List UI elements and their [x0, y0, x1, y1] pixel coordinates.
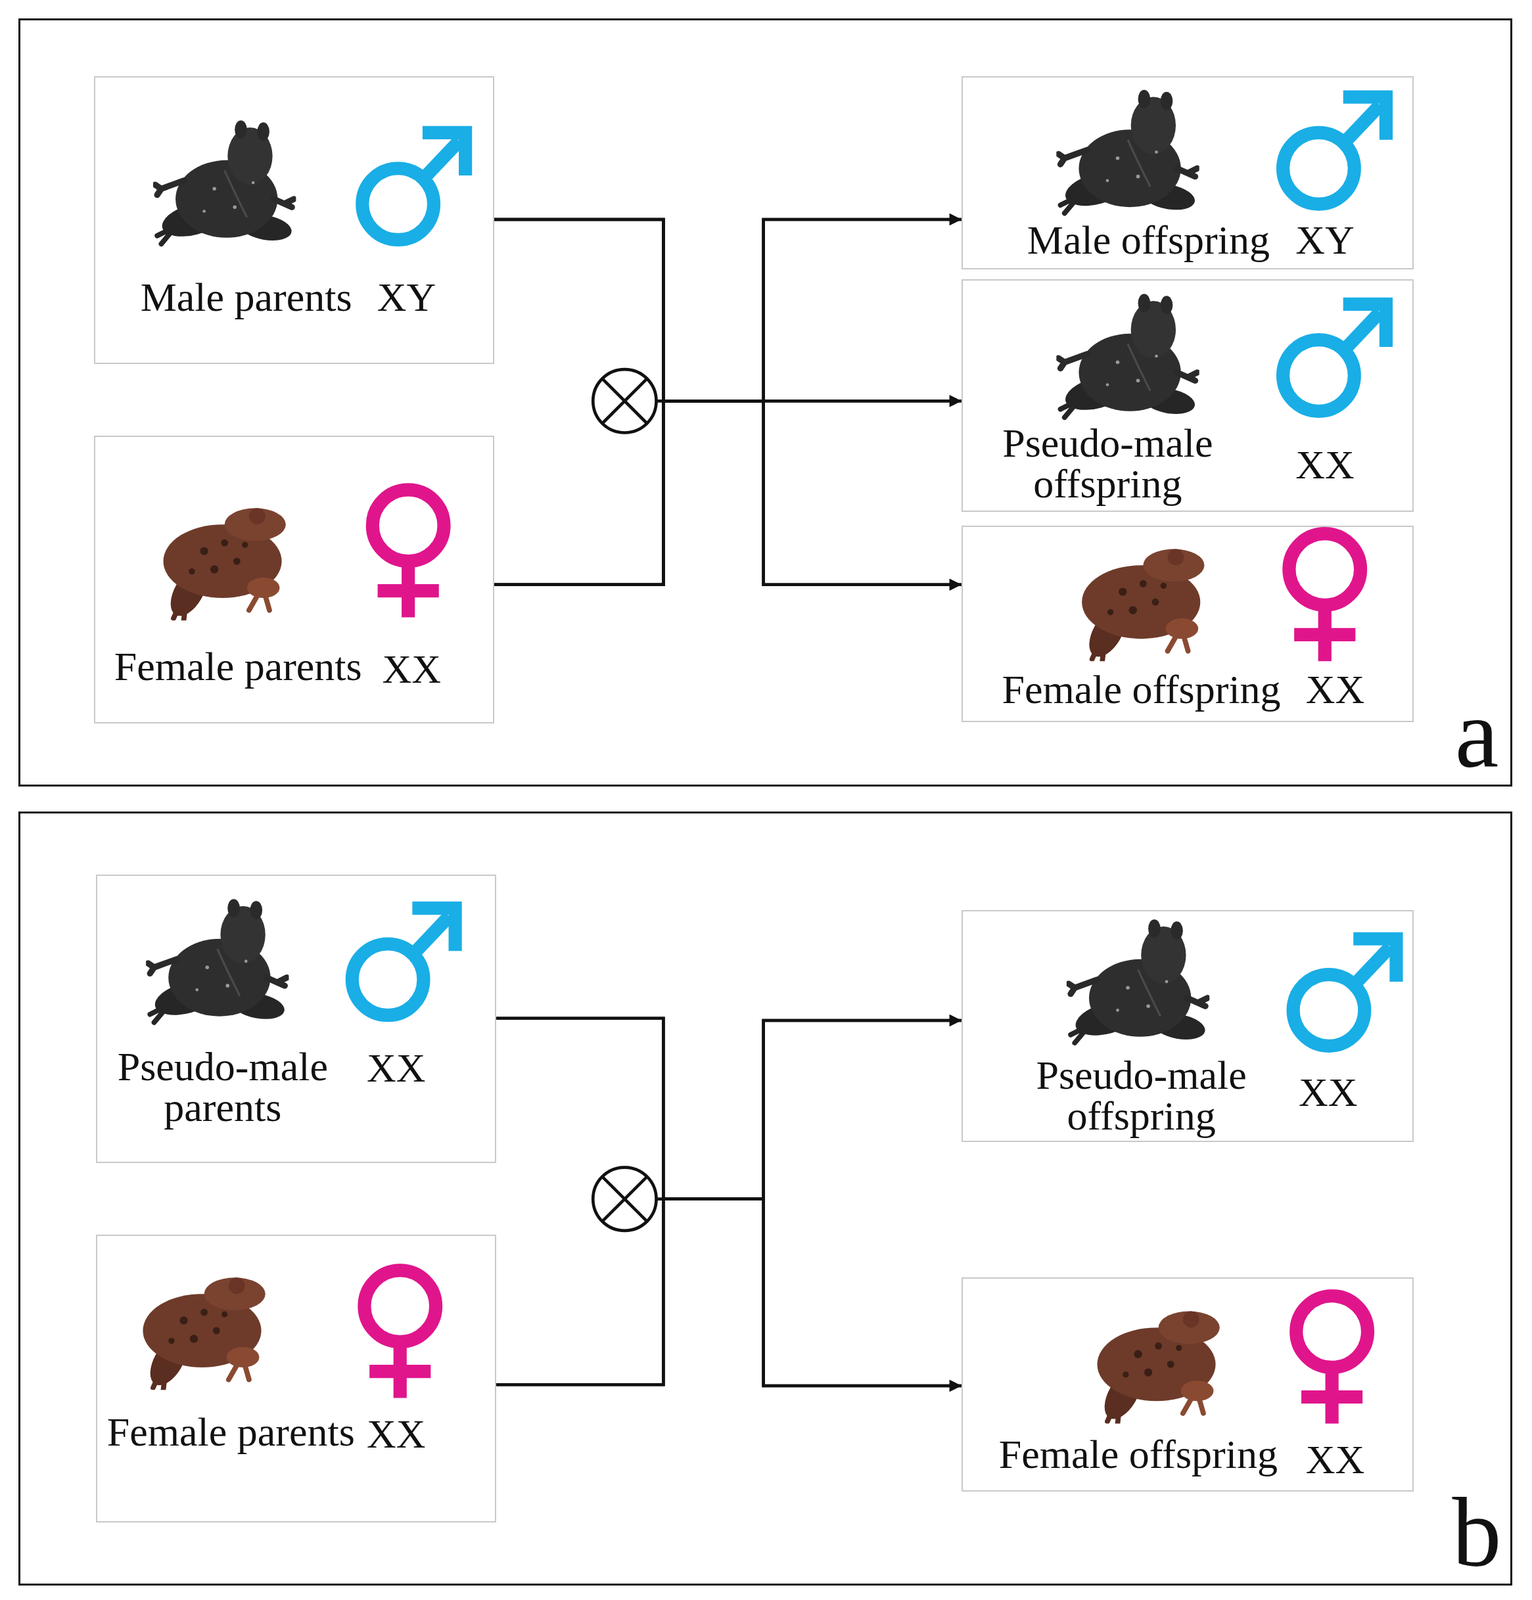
sex-box: Pseudo-male parents XX [95, 874, 497, 1164]
sex-box: Female parents XX [93, 435, 495, 724]
male-symbol [1282, 304, 1387, 412]
panel-letter: b [1452, 1483, 1502, 1582]
chromosome-label: XX [1298, 1071, 1358, 1113]
chromosome-label: XX [381, 648, 442, 690]
chromosome-label: XX [1305, 669, 1366, 710]
sex-box: Pseudo-male offspring XX [961, 910, 1414, 1143]
frog-illustration [142, 1277, 266, 1392]
frog-illustration [1081, 548, 1205, 663]
female-symbol [1296, 1296, 1368, 1424]
male-symbol [352, 908, 456, 1016]
cross-arrow [496, 1199, 962, 1387]
panel-frame: Pseudo-male parentsXXFemale parentsXXPse… [18, 811, 1513, 1587]
sex-label: Female parents [114, 646, 363, 687]
frog-illustration [1096, 1311, 1220, 1426]
cross-arrow [496, 1020, 962, 1385]
sex-box: Female offspring XX [961, 1277, 1414, 1492]
sex-label: Female offspring [1001, 669, 1281, 710]
sex-label: Pseudo-male offspring [989, 422, 1226, 505]
female-symbol [1288, 533, 1361, 662]
cross-arrow [494, 400, 962, 585]
chromosome-label: XX [1305, 1439, 1366, 1481]
male-symbol [1293, 939, 1397, 1047]
sex-label: Female offspring [998, 1434, 1278, 1475]
cross-arrow [496, 1018, 962, 1387]
frog-illustration [155, 120, 294, 244]
female-symbol [364, 1270, 436, 1398]
cross-arrow [494, 400, 962, 585]
cross-arrow [494, 219, 962, 401]
cross-arrow [494, 219, 962, 585]
cross-symbol [592, 1167, 665, 1231]
sex-label: Female parents [107, 1411, 355, 1453]
chromosome-label: XY [1295, 219, 1355, 261]
sex-label: Pseudo-male offspring [1023, 1054, 1260, 1137]
chromosome-label: XX [366, 1047, 426, 1089]
sex-box: Pseudo-male offspring XX [961, 279, 1414, 512]
sex-box: Female offspring XX [961, 525, 1414, 723]
frog-illustration [147, 899, 287, 1023]
cross-symbol [592, 369, 665, 433]
sex-label: Pseudo-male parents [104, 1046, 342, 1128]
frog-illustration [1058, 90, 1197, 214]
sex-box: Female parents XX [95, 1234, 497, 1523]
female-symbol [372, 489, 445, 618]
chromosome-label: XY [377, 276, 437, 318]
frog-illustration [1058, 293, 1197, 418]
male-symbol [362, 132, 466, 240]
sex-box: Male offspring XY [961, 76, 1414, 270]
cross-arrow [496, 1018, 962, 1200]
cross-arrow [494, 219, 962, 585]
panel-letter: a [1455, 684, 1500, 783]
panel-frame: Male parentsXYFemale parentsXXMale offsp… [18, 18, 1513, 788]
chromosome-label: XX [366, 1413, 426, 1455]
male-symbol [1282, 97, 1387, 205]
chromosome-label: XX [1295, 444, 1355, 486]
frog-illustration [162, 508, 286, 622]
frog-illustration [1068, 919, 1208, 1044]
sex-box: Male parents XY [93, 76, 495, 365]
cross-arrow [494, 219, 962, 401]
sex-label: Male offspring [1027, 219, 1270, 261]
sex-label: Male parents [140, 276, 353, 318]
